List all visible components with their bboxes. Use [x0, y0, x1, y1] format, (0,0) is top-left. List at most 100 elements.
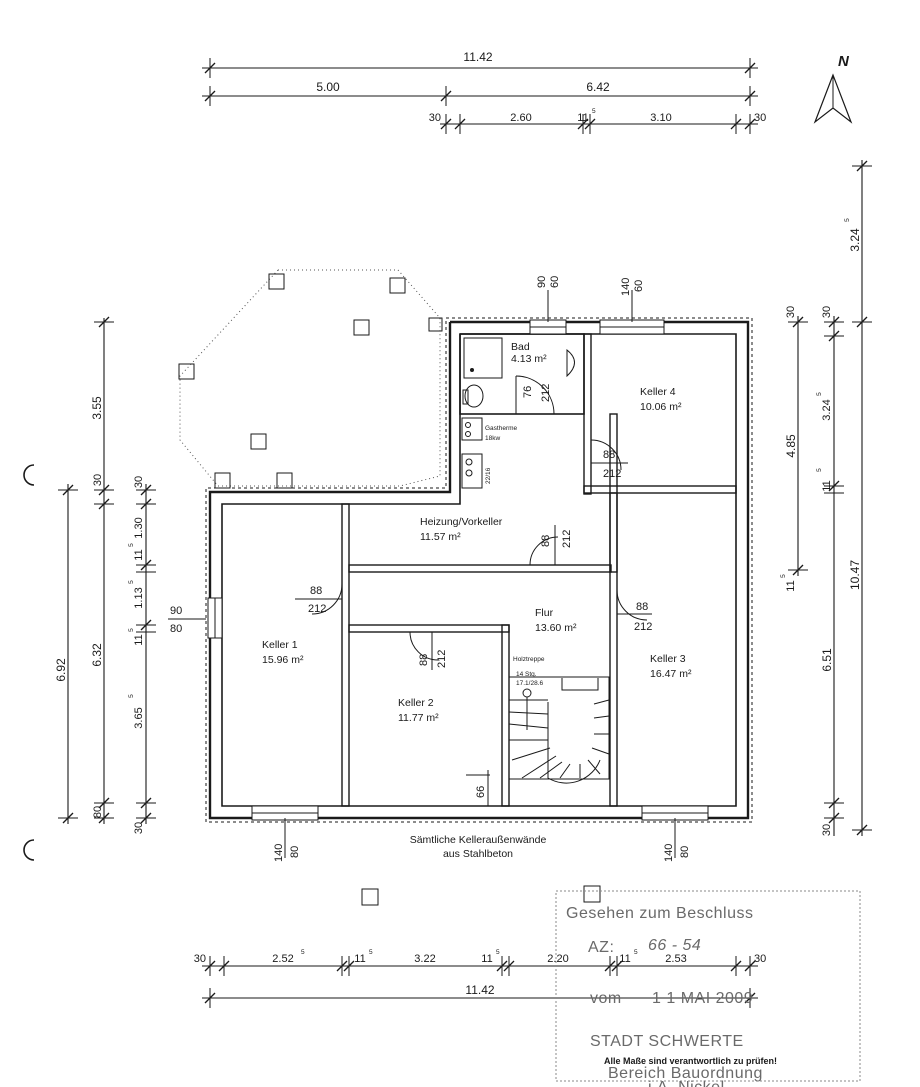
dim-right-324a: 3.24 [848, 228, 862, 252]
opening-bottom-80b: 80 [679, 846, 691, 858]
opening-bottom-80a: 80 [289, 846, 301, 858]
stair-steps: 14 Stg. [516, 671, 537, 678]
room-bad-name: Bad [511, 341, 530, 353]
dim-right-1047: 10.47 [848, 560, 862, 590]
section-marker-icon [23, 839, 35, 861]
right-dimension-chains: 3.24 5 10.47 30 4.85 11 5 30 3.24 5 11 5… [780, 160, 872, 836]
door-keller4-width: 88 [603, 449, 615, 461]
door-stair-width: 66 [475, 786, 487, 798]
dim-left-355: 3.55 [90, 396, 104, 420]
dim-left-115b-sup: 5 [128, 628, 135, 632]
bottom-dimension-chains: 30 2.52 5 11 5 3.22 11 5 2.20 11 5 2.53 … [194, 949, 766, 1008]
room-keller2-name: Keller 2 [398, 697, 434, 709]
opening-top-60a: 60 [549, 276, 561, 288]
staircase: Holztreppe 14 Stg. 17.1/28.6 [508, 656, 610, 784]
dim-bottom-115b: 11 [481, 953, 492, 965]
note-line2: aus Stahlbeton [443, 848, 513, 860]
room-keller1-name: Keller 1 [262, 639, 298, 651]
windows [207, 319, 709, 821]
stamp-line4: STADT SCHWERTE [590, 1033, 744, 1050]
room-keller2-area: 11.77 m² [398, 712, 439, 724]
room-flur-name: Flur [535, 607, 554, 619]
room-heizung-name: Heizung/Vorkeller [420, 516, 503, 528]
stair-label: Holztreppe [513, 656, 545, 663]
column-marker [428, 317, 443, 332]
dim-right-30b: 30 [821, 306, 833, 318]
dim-bottom-252-sup: 5 [301, 949, 305, 956]
dim-left-115a-sup: 5 [128, 543, 135, 547]
door-heizung-width: 88 [540, 535, 552, 547]
dim-top-right: 6.42 [586, 80, 610, 94]
dim-right-324a-sup: 5 [844, 218, 851, 222]
opening-top-140: 140 [620, 278, 632, 296]
stamp-line2-prefix: AZ: [588, 939, 614, 956]
bathroom-fixtures: Gastherme 18kw 22/16 [461, 337, 575, 489]
dim-left-130: 1.30 [133, 517, 145, 538]
section-marker-icon [23, 464, 35, 486]
door-bad-height: 212 [540, 384, 552, 402]
dim-left-692: 6.92 [54, 658, 68, 682]
dim-right-115b: 11 [785, 580, 797, 591]
opening-top-60b: 60 [633, 280, 645, 292]
dim-top-310: 3.10 [650, 112, 671, 124]
dim-bottom-overall: 11.42 [465, 983, 494, 997]
stair-ratio: 17.1/28.6 [516, 680, 543, 687]
dim-right-115b-sup: 5 [780, 574, 787, 578]
room-keller3-name: Keller 3 [650, 653, 686, 665]
column-marker [583, 885, 601, 903]
column-marker [268, 273, 285, 290]
opening-left-90: 90 [170, 605, 182, 617]
toilet-icon [464, 384, 484, 408]
room-keller3-area: 16.47 m² [650, 668, 692, 680]
column-marker [361, 888, 379, 906]
left-dimension-chains: 3.55 30 6.92 6.32 80 30 1.30 11 [23, 316, 156, 861]
room-labels: Bad 4.13 m² Keller 4 10.06 m² Heizung/Vo… [262, 341, 692, 724]
dim-left-365-sup: 5 [128, 694, 135, 698]
dim-bottom-322: 3.22 [414, 953, 435, 965]
opening-top-90: 90 [536, 276, 548, 288]
construction-note: Sämtliche Kelleraußenwände aus Stahlbeto… [410, 834, 547, 860]
dim-bottom-115b-sup: 5 [496, 949, 500, 956]
dim-bottom-220: 2.20 [547, 953, 568, 965]
door-keller2-width: 88 [418, 654, 430, 666]
dim-right-485: 4.85 [784, 434, 798, 458]
dim-top-260: 2.60 [510, 112, 531, 124]
stamp-line3-prefix: vom [590, 990, 622, 1007]
door-keller4-height: 212 [603, 468, 621, 480]
dim-top-115: 11 [577, 112, 588, 124]
dim-right-324b: 3.24 [821, 399, 833, 420]
stamp-line1: Gesehen zum Beschluss [566, 905, 753, 922]
dim-top-overall: 11.42 [463, 50, 492, 64]
boiler-icon [461, 417, 483, 441]
stamp-line3-value: 1 1 MAI 2009 [652, 990, 753, 1007]
dim-right-324b-sup: 5 [816, 392, 823, 396]
dim-left-115a: 11 [133, 549, 145, 560]
dim-left-30c: 30 [133, 822, 145, 834]
opening-left-80: 80 [170, 623, 182, 635]
dim-left-30a: 30 [92, 474, 104, 486]
dim-left-632: 6.32 [90, 643, 104, 667]
room-keller4-area: 10.06 m² [640, 401, 682, 413]
shower-icon [463, 337, 503, 379]
dim-right-115a: 11 [821, 480, 833, 491]
dim-left-115b: 11 [133, 634, 145, 645]
dim-right-30c: 30 [821, 824, 833, 836]
dim-left-80: 80 [92, 806, 104, 818]
dim-left-365: 3.65 [133, 707, 145, 728]
door-bad-width: 76 [522, 386, 534, 398]
north-arrow-icon: N [813, 53, 853, 124]
door-keller1-height: 212 [308, 603, 326, 615]
opening-bottom-140b: 140 [663, 844, 675, 862]
dim-top-left: 5.00 [316, 80, 340, 94]
dim-bottom-252: 2.52 [272, 953, 293, 965]
door-keller3-width: 88 [636, 601, 648, 613]
room-heizung-area: 11.57 m² [420, 531, 461, 543]
column-marker [389, 277, 406, 294]
doors: 76 212 88 212 88 212 88 212 88 212 88 21… [295, 375, 652, 806]
dim-bottom-115a: 11 [354, 953, 365, 965]
dim-top-30a: 30 [429, 112, 441, 124]
dim-bottom-115c-sup: 5 [634, 949, 638, 956]
stamp-line6: Bereich Bauordnung [608, 1065, 763, 1082]
dim-right-651: 6.51 [820, 648, 834, 672]
